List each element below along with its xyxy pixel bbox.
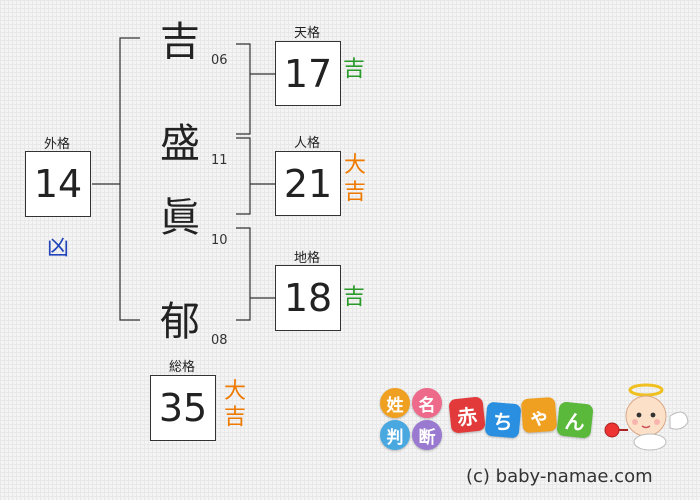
logo-tile-han: 判 [380,420,410,450]
gaikaku-fortune: 凶 [47,236,70,261]
soukaku-fortune-bottom: 吉 [223,405,246,430]
jinkaku-fortune-top: 大 [343,153,366,178]
logo-tile-ya: ゃ [520,396,558,434]
name-char-1: 吉 [160,19,200,65]
soukaku-fortune-top: 大 [223,379,246,404]
chikaku-fortune: 吉 [343,285,366,310]
logo-tile-chi: ち [484,401,522,439]
tenkaku-value-box: 17 [275,41,341,106]
jinkaku-fortune-bottom: 吉 [343,180,366,205]
logo-tile-mei: 名 [412,388,442,418]
jinkaku-value-box: 21 [275,151,341,216]
logo-tile-n: ん [556,401,594,439]
stroke-count-4: 08 [211,333,228,348]
name-char-2: 盛 [160,121,200,167]
tenkaku-fortune: 吉 [343,57,366,82]
logo-tile-dan: 断 [412,420,442,450]
tenkaku-label: 天格 [293,26,320,41]
name-char-3: 眞 [160,195,200,241]
stroke-count-3: 10 [211,233,228,248]
chikaku-value-box: 18 [275,265,341,331]
copyright-text: (c) baby-namae.com [466,466,653,487]
soukaku-label: 総格 [168,360,195,375]
logo-tile-aka: 赤 [448,396,486,434]
logo-tile-sei: 姓 [380,388,410,418]
soukaku-value-box: 35 [150,375,216,441]
jinkaku-label: 人格 [293,136,320,151]
stroke-count-1: 06 [211,53,228,68]
baby-angel-icon [604,383,689,451]
stroke-count-2: 11 [211,153,228,168]
gaikaku-label: 外格 [43,137,70,152]
gaikaku-value-box: 14 [25,151,91,217]
name-char-4: 郁 [160,299,200,345]
chikaku-label: 地格 [293,251,320,266]
